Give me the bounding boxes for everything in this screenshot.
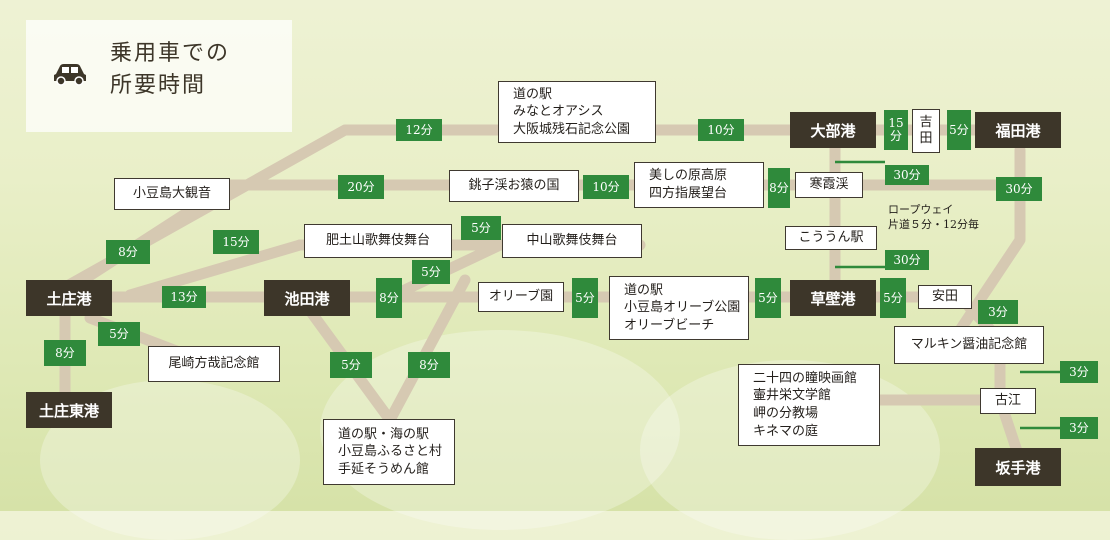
- time-badge: 5分: [330, 352, 372, 378]
- place-line: オリーブビーチ: [624, 317, 715, 333]
- time-badge: 12分: [396, 119, 442, 141]
- time-badge: 10分: [583, 175, 629, 199]
- place-daikannon: 小豆島大観音: [114, 178, 230, 210]
- port-obe: 大部港: [790, 112, 876, 148]
- place-yoshida: 吉 田: [912, 109, 940, 153]
- place-line: 美しの原高原: [649, 168, 728, 184]
- time-badge: 8分: [106, 240, 150, 264]
- place-line: 岬の分教場: [753, 406, 819, 421]
- legend-title: 乗用車での 所要時間: [110, 38, 230, 102]
- time-badge: 13分: [162, 286, 206, 308]
- time-badge: 15分: [213, 230, 259, 254]
- ropeway-note-line2: 片道５分・12分毎: [888, 218, 979, 232]
- port-kusakabe: 草壁港: [790, 280, 876, 316]
- place-line: 大阪城残石記念公園: [513, 121, 631, 137]
- legend-title-line1: 乗用車での: [110, 41, 231, 66]
- ropeway-note-line1: ロープウェイ: [888, 203, 954, 216]
- time-badge: 5分: [572, 278, 598, 318]
- time-badge: 20分: [338, 175, 384, 199]
- time-badge: 3分: [1060, 361, 1098, 383]
- place-line: 二十四の瞳映画館: [753, 370, 858, 386]
- time-badge: 10分: [698, 119, 744, 141]
- place-utsukushinohara: 美しの原高原 四方指展望台: [634, 162, 764, 208]
- time-badge: 3分: [978, 300, 1018, 324]
- time-badge: 8分: [44, 340, 86, 366]
- port-tonosho-east: 土庄東港: [26, 392, 112, 428]
- place-choshikei: 銚子渓お猿の国: [449, 170, 579, 202]
- time-badge: 8分: [408, 352, 450, 378]
- time-badge: 8分: [376, 278, 402, 318]
- place-line: 小豆島オリーブ公園: [624, 300, 741, 316]
- place-line: 四方指展望台: [649, 186, 728, 201]
- time-badge: 15分: [884, 110, 908, 150]
- port-sakate: 坂手港: [975, 448, 1061, 486]
- time-badge: 5分: [755, 278, 781, 318]
- place-line: キネマの庭: [753, 423, 819, 439]
- time-badge: 5分: [947, 110, 971, 150]
- time-badge: 3分: [1060, 417, 1098, 439]
- place-koe: 古江: [980, 388, 1036, 414]
- place-kouunneki: こううん駅: [785, 226, 877, 250]
- place-hitoyama: 肥土山歌舞伎舞台: [304, 224, 452, 258]
- time-badge: 5分: [880, 278, 906, 318]
- time-badge: 30分: [996, 177, 1042, 201]
- time-badge: 5分: [98, 322, 140, 346]
- time-badge: 5分: [461, 216, 501, 240]
- place-olive-park: 道の駅 小豆島オリーブ公園 オリーブビーチ: [609, 276, 749, 340]
- place-kankakei: 寒霞渓: [795, 172, 863, 198]
- legend-panel: 乗用車での 所要時間: [26, 20, 292, 132]
- place-line: 道の駅: [513, 86, 553, 102]
- place-marukin: マルキン醤油記念館: [894, 326, 1044, 364]
- place-line: 手延そうめん館: [338, 461, 430, 477]
- place-line: みなとオアシス: [513, 104, 604, 120]
- time-badge: 30分: [885, 165, 929, 185]
- legend-title-line2: 所要時間: [110, 72, 207, 98]
- place-nakayama: 中山歌舞伎舞台: [502, 224, 642, 258]
- time-badge: 8分: [768, 168, 790, 208]
- place-line: 田: [919, 131, 933, 146]
- place-line: 道の駅: [624, 282, 664, 298]
- place-ozaki: 尾崎方哉記念館: [148, 346, 280, 382]
- place-yasuda: 安田: [918, 285, 972, 309]
- place-line: 道の駅・海の駅: [338, 426, 430, 442]
- place-olive-en: オリーブ園: [478, 282, 564, 312]
- port-tonosho: 土庄港: [26, 280, 112, 316]
- place-line: 吉: [919, 115, 933, 131]
- place-furusato: 道の駅・海の駅 小豆島ふるさと村 手延そうめん館: [323, 419, 455, 485]
- time-badge: 30分: [885, 250, 929, 270]
- place-line: 小豆島ふるさと村: [338, 444, 443, 460]
- place-nijushi: 二十四の瞳映画館 壷井栄文学館 岬の分教場 キネマの庭: [738, 364, 880, 446]
- place-michinoeki-minato: 道の駅 みなとオアシス 大阪城残石記念公園: [498, 81, 656, 143]
- port-ikeda: 池田港: [264, 280, 350, 316]
- port-fukuda: 福田港: [975, 112, 1061, 148]
- ropeway-note: ロープウェイ 片道５分・12分毎: [888, 202, 979, 233]
- time-badge: 5分: [412, 260, 450, 284]
- place-line: 壷井栄文学館: [753, 388, 832, 404]
- car-icon: [54, 64, 86, 86]
